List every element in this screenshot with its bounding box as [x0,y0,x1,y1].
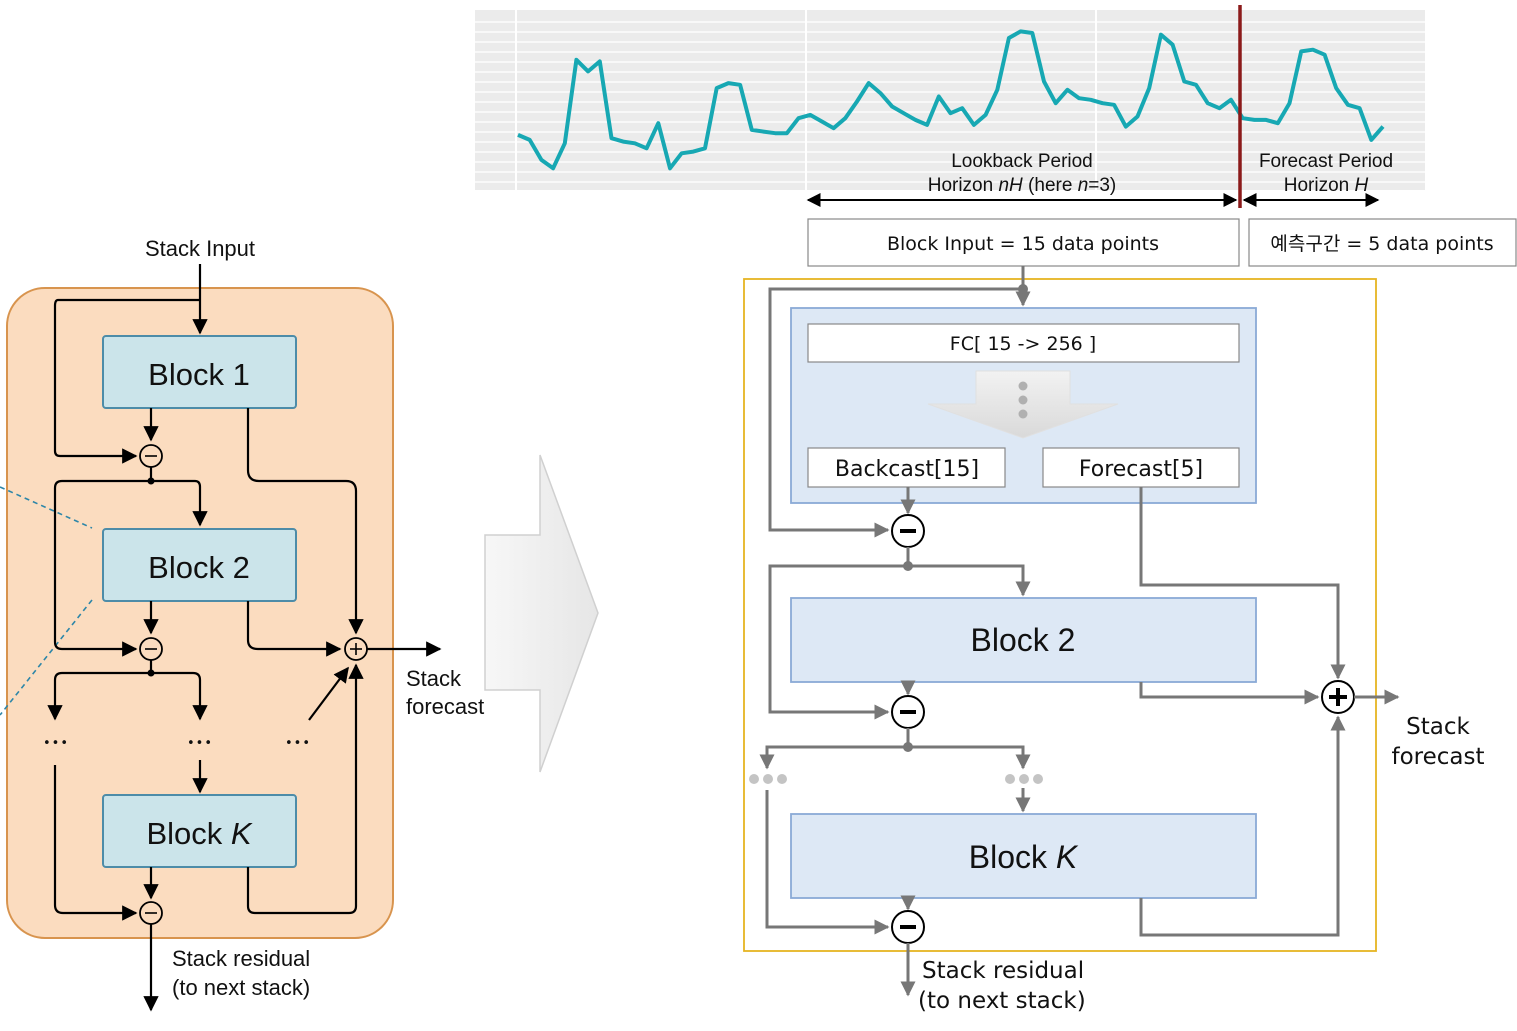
lookback-horizon-label: Horizon nH (here n=3) [928,175,1117,196]
stack-forecast-label: Stack [406,666,462,691]
block-k [102,794,297,868]
fc-layer-box [807,323,1240,363]
block-k-label: Block K [146,816,252,851]
forecast-label: Forecast[5] [1079,457,1203,482]
backcast-label: Backcast[15] [835,457,979,482]
stack-forecast-label: Stack [1406,714,1470,740]
forecast-points-label: 예측구간 = 5 data points [1270,233,1493,255]
stack-residual-label: Stack residual [922,958,1084,984]
right-stack-diagram: Block Input = 15 data points 예측구간 = 5 da… [743,218,1517,1014]
dashed-connector [0,486,93,529]
block-1 [102,335,297,409]
stack-residual-label: (to next stack) [918,988,1086,1014]
block-2-label: Block 2 [148,550,250,585]
block-2-label: Block 2 [971,622,1076,658]
forecast-box [1042,447,1240,488]
ellipsis [1005,774,1043,784]
forecast-period-label: Forecast Period [1259,151,1393,172]
transform-arrow [484,454,599,773]
block-2 [102,528,297,602]
fc-layer-label: FC[ 15 -> 256 ] [950,333,1096,355]
block-input-label: Block Input = 15 data points [887,233,1159,255]
dashed-connector [0,599,93,716]
block-2 [790,597,1257,683]
block-k [790,813,1257,899]
stack-input-label: Stack Input [145,236,255,261]
stack-forecast-label: forecast [1391,744,1484,770]
stack-residual-label: Stack residual [172,946,310,971]
ellipsis: ••• [285,736,311,751]
stack-residual-label: (to next stack) [172,975,310,1000]
ellipsis [749,774,787,784]
forecast-horizon-label: Horizon H [1284,175,1369,196]
block-k-label: Block K [969,839,1079,875]
stack-frame [743,278,1377,952]
stack-forecast-label: forecast [406,694,484,719]
left-stack-diagram: Stack Input Block 1 Block 2 Stack fo [0,236,484,1012]
backcast-box [807,447,1006,488]
time-series-chart: Lookback Period Horizon nH (here n=3) Fo… [475,5,1425,208]
block-1-label: Block 1 [148,357,250,392]
forecast-points-box [1248,218,1517,267]
lookback-label: Lookback Period [951,151,1093,172]
ellipsis: ••• [43,736,69,751]
ellipsis: ••• [187,736,213,751]
